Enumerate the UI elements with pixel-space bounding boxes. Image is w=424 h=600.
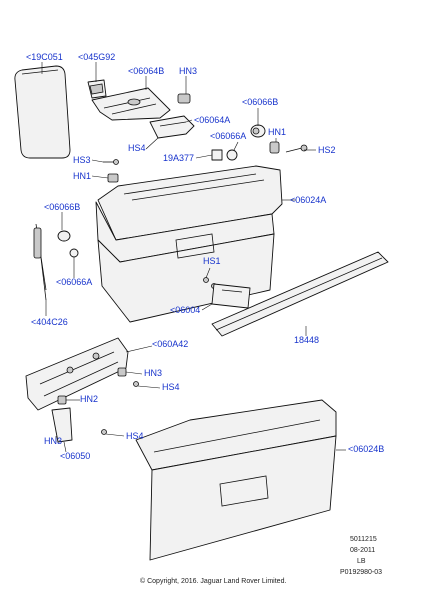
part-hn2-nut: [57, 395, 67, 405]
part-06064b-hinge-bracket: [91, 87, 171, 121]
part-06066b-bush-left: [57, 230, 71, 242]
callout-hn3-mid: HN3: [144, 368, 163, 378]
callout-06066a-left: <06066A: [56, 277, 93, 287]
copyright-notice: © Copyright, 2016. Jaguar Land Rover Lim…: [140, 578, 287, 585]
part-hn3-nut-mid: [117, 367, 127, 377]
callout-06004: <06004: [170, 305, 201, 315]
part-06024b-glovebox-inner: [135, 399, 337, 561]
callout-hs4-mid: HS4: [162, 382, 180, 392]
part-hn1-nut-right: [269, 141, 280, 154]
part-06066a-bush-left: [69, 248, 79, 258]
part-06066b-bush-top: [250, 124, 266, 138]
callout-hn1-right: HN1: [268, 127, 287, 137]
part-060a42-frame: [25, 337, 129, 411]
part-19a377-clip: [211, 149, 223, 161]
part-045g92-bracket: [87, 79, 107, 99]
part-404c26-strut: [33, 223, 47, 301]
part-19c051-cover: [14, 65, 71, 159]
part-hn1-nut-left: [107, 173, 119, 183]
callout-06024b: <06024B: [348, 444, 385, 454]
callout-06064a: <06064A: [194, 115, 231, 125]
part-hs2-screw: [285, 144, 308, 153]
part-06024a-glovebox-outer: [95, 165, 283, 323]
leader-lines: [41, 62, 346, 453]
callout-06064b: <06064B: [128, 66, 165, 76]
callout-hn3-low: HN3: [44, 436, 63, 446]
part-hs4-screw-mid: [133, 381, 139, 387]
callout-06066b-top: <06066B: [242, 97, 279, 107]
part-hn3-nut-top: [177, 93, 191, 104]
callout-06066a-top: <06066A: [210, 131, 247, 141]
callout-hn3-top: HN3: [179, 66, 198, 76]
part-06066a-bush-top: [226, 149, 238, 161]
callout-045g92: <045G92: [78, 52, 116, 62]
part-hs4-screw-low: [101, 429, 107, 435]
callout-hs1: HS1: [203, 256, 221, 266]
callout-06024a: <06024A: [290, 195, 327, 205]
diagram-date: 08-2011: [350, 547, 376, 554]
callout-hn1-left: HN1: [73, 171, 92, 181]
callout-19c051: <19C051: [26, 52, 63, 62]
callout-404c26: <404C26: [31, 317, 68, 327]
part-06064a-mount: [149, 115, 195, 139]
callout-060a42: <060A42: [152, 339, 189, 349]
callout-hs2: HS2: [318, 145, 336, 155]
diagram-code: 5011215: [350, 536, 377, 543]
diagram-ref: P0192980-03: [340, 569, 383, 576]
callout-hn2: HN2: [80, 394, 99, 404]
callout-06066b-left: <06066B: [44, 202, 81, 212]
callout-hs3: HS3: [73, 155, 91, 165]
part-06050-bracket: [51, 407, 73, 443]
part-18448-trim-strip: [211, 251, 389, 337]
callout-hs4-top: HS4: [128, 143, 146, 153]
callout-19a377: 19A377: [163, 153, 195, 163]
diagram-lb: LB: [357, 558, 366, 565]
callout-18448: 18448: [294, 335, 320, 345]
callout-hs4-low: HS4: [126, 431, 144, 441]
part-hs3-screw: [103, 159, 119, 165]
part-06004-latch: [211, 283, 251, 309]
callout-06050: <06050: [60, 451, 91, 461]
